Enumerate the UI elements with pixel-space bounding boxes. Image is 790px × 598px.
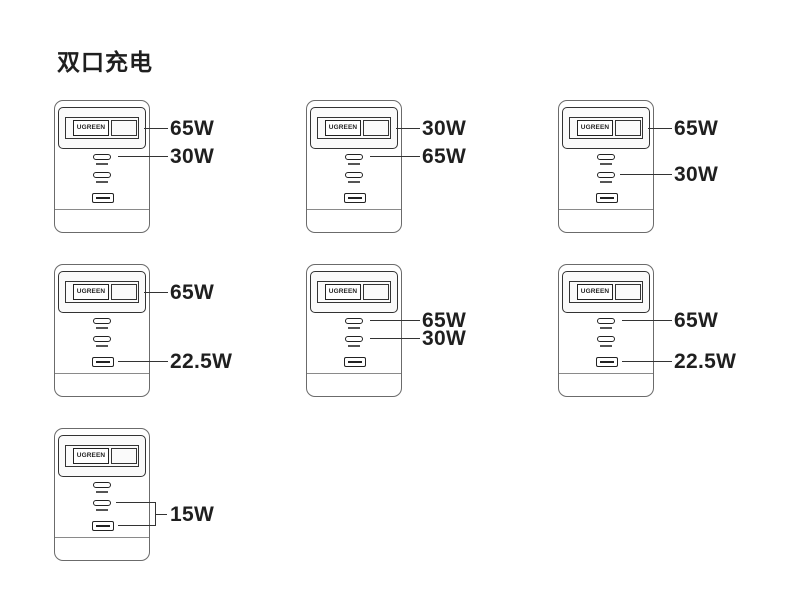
usb-a-port [596, 357, 618, 367]
output-label: 65W [170, 117, 215, 140]
usb-c2-port [345, 172, 363, 178]
charger-illustration: UGREEN [54, 428, 150, 561]
charger-illustration: UGREEN [306, 100, 402, 233]
output-label: 65W [674, 117, 719, 140]
usb-c1-port [597, 154, 615, 160]
plug-housing: UGREEN [310, 271, 398, 313]
charger-illustration: UGREEN [54, 100, 150, 233]
usb-a-port [92, 357, 114, 367]
usb-c1-port [93, 482, 111, 488]
output-label: 22.5W [674, 350, 737, 373]
usb-c1-port [93, 318, 111, 324]
brand-logo: UGREEN [325, 120, 361, 136]
brand-logo: UGREEN [73, 120, 109, 136]
charger-illustration: UGREEN [558, 264, 654, 397]
usb-c1-port [345, 318, 363, 324]
brand-logo: UGREEN [73, 284, 109, 300]
charger-illustration: UGREEN [306, 264, 402, 397]
usb-c2-port [345, 336, 363, 342]
charging-config-7: UGREEN 15W [54, 428, 294, 568]
output-label: 65W [422, 145, 467, 168]
brand-logo: UGREEN [577, 120, 613, 136]
usb-a-port [596, 193, 618, 203]
usb-c2-port [597, 336, 615, 342]
usb-c2-port [93, 336, 111, 342]
plug-housing: UGREEN [58, 107, 146, 149]
usb-c2-port [597, 172, 615, 178]
charger-illustration: UGREEN [558, 100, 654, 233]
usb-a-port [344, 193, 366, 203]
charging-config-1: UGREEN 65W 30W [54, 100, 294, 240]
output-label: 65W [674, 309, 719, 332]
page-title: 双口充电 [57, 50, 153, 76]
output-label: 65W [422, 309, 467, 332]
charging-config-3: UGREEN 65W 30W [558, 100, 790, 240]
usb-c2-port [93, 172, 111, 178]
output-label: 15W [170, 503, 215, 526]
usb-a-port [344, 357, 366, 367]
plug-housing: UGREEN [310, 107, 398, 149]
output-label: 30W [422, 117, 467, 140]
output-label: 22.5W [170, 350, 233, 373]
output-label: 30W [422, 327, 467, 350]
charging-config-2: UGREEN 30W 65W [306, 100, 546, 240]
output-label: 30W [170, 145, 215, 168]
plug-housing: UGREEN [58, 271, 146, 313]
usb-c1-port [345, 154, 363, 160]
usb-c1-port [93, 154, 111, 160]
usb-a-port [92, 193, 114, 203]
output-label: 65W [170, 281, 215, 304]
plug-housing: UGREEN [58, 435, 146, 477]
output-label: 30W [674, 163, 719, 186]
charging-config-4: UGREEN 65W 22.5W [54, 264, 294, 404]
brand-logo: UGREEN [73, 448, 109, 464]
charging-config-5: UGREEN 65W 30W [306, 264, 546, 404]
brand-logo: UGREEN [325, 284, 361, 300]
brand-logo: UGREEN [577, 284, 613, 300]
usb-c2-port [93, 500, 111, 506]
usb-a-port [92, 521, 114, 531]
charger-illustration: UGREEN [54, 264, 150, 397]
plug-housing: UGREEN [562, 271, 650, 313]
usb-c1-port [597, 318, 615, 324]
charging-config-6: UGREEN 65W 22.5W [558, 264, 790, 404]
plug-housing: UGREEN [562, 107, 650, 149]
